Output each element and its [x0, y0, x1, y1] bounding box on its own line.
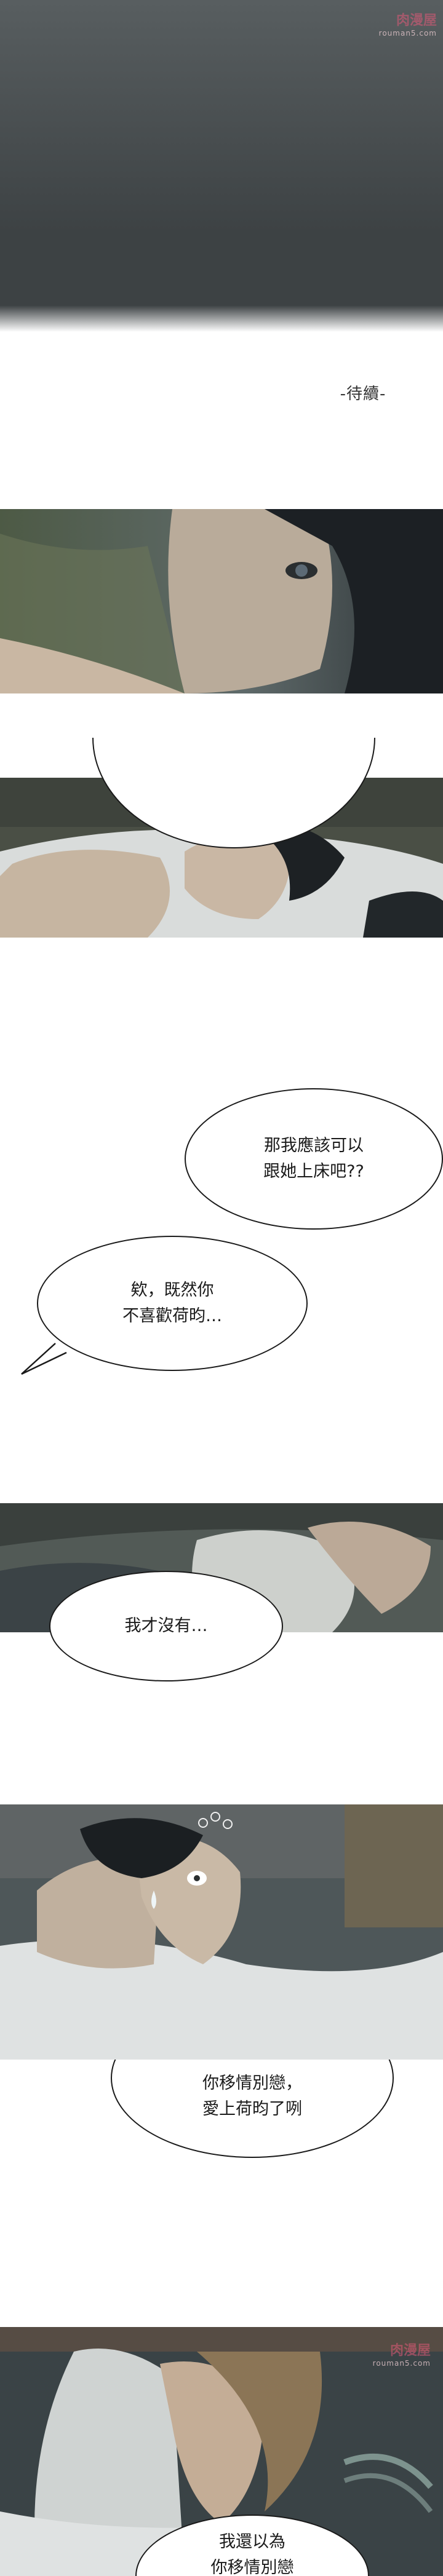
speech-bubble-2: 那我應該可以 跟她上床吧?? — [185, 1088, 443, 1230]
speech-bubble-4: 我才沒有… — [49, 1571, 283, 1681]
bubble-3-line-2: 不喜歡荷昀… — [122, 1306, 222, 1326]
bubble-3-line-1: 欸，既然你 — [130, 1281, 214, 1300]
bubble-2-line-1: 那我應該可以 — [263, 1136, 364, 1156]
bubble-4-text: 我才沒有… — [124, 1616, 208, 1636]
bubble-6-line-1: 我還以為 — [219, 2532, 285, 2551]
watermark-url: rouman5.com — [378, 29, 437, 38]
watermark-logo-text: 肉漫屋 — [396, 13, 437, 28]
watermark-2: 肉漫屋 rouman5.com — [373, 2339, 431, 2368]
bubble-2-line-2: 跟她上床吧?? — [263, 1162, 364, 1181]
bubble-5-line-1: 你移情別戀， — [202, 2074, 302, 2093]
speech-bubble-3: 欸，既然你 不喜歡荷昀… — [37, 1236, 308, 1371]
panel-bottom-scene — [0, 2327, 443, 2576]
top-dark-panel — [0, 0, 443, 332]
watermark-2-url: rouman5.com — [372, 2359, 431, 2368]
panel-shocked-face-overlap — [0, 1998, 443, 2060]
to-be-continued-text: -待續- — [340, 385, 386, 403]
watermark-2-logo-text: 肉漫屋 — [389, 2343, 431, 2358]
bubble-5-line-2: 愛上荷昀了咧 — [202, 2100, 302, 2119]
bubble-3-tail — [21, 1343, 67, 1375]
watermark: 肉漫屋 rouman5.com — [379, 9, 437, 38]
panel-closeup-face — [0, 509, 443, 693]
bubble-6-line-2: 你移情別戀 — [210, 2558, 294, 2576]
